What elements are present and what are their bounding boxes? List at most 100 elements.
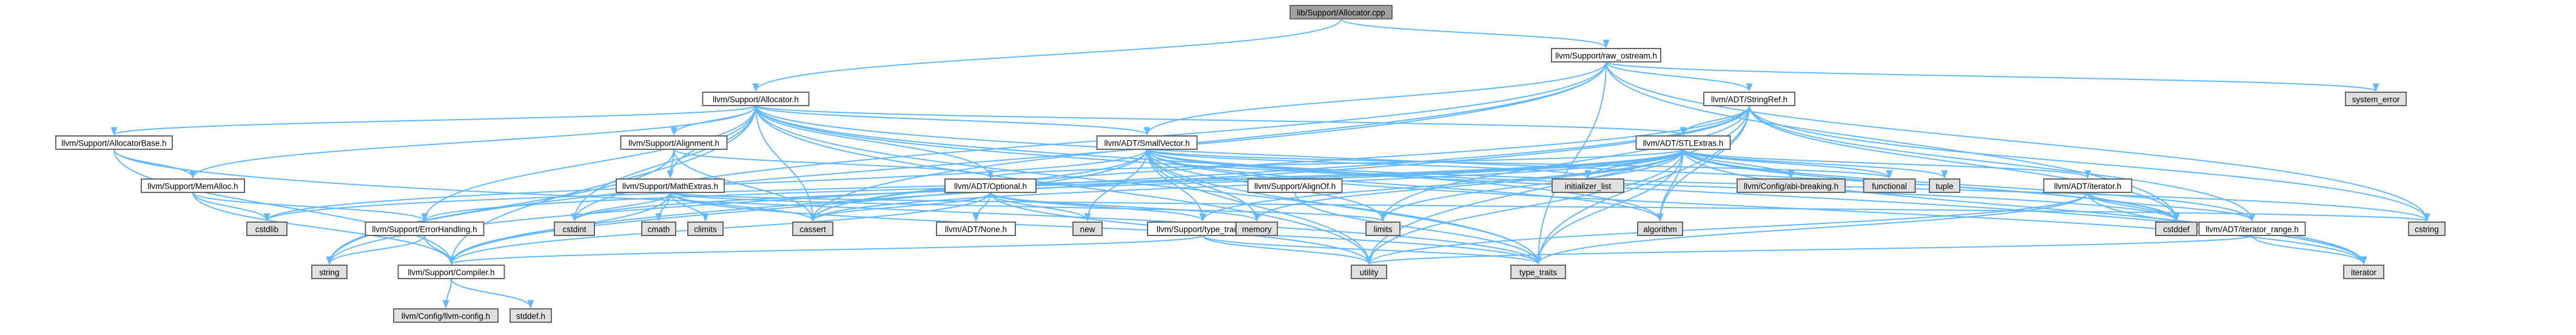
edge-mathextras-to-type_traits bbox=[670, 192, 1542, 265]
edge-allocator_h-to-allocatorbase bbox=[110, 105, 756, 136]
node-box bbox=[311, 265, 348, 279]
node-llvm-adt-stlextras-h[interactable]: llvm/ADT/STLExtras.h bbox=[1635, 135, 1731, 150]
edge-raw_ostream-to-cstddef bbox=[1606, 61, 2180, 222]
node-cstring: cstring bbox=[2408, 222, 2446, 236]
edge-memalloc-to-compiler bbox=[192, 192, 455, 265]
node-cmath: cmath bbox=[641, 222, 676, 236]
node-label: llvm/ADT/iterator_range.h bbox=[2205, 225, 2299, 234]
edge-stringref-to-cstddef bbox=[1749, 105, 2180, 222]
edge-iterator_h-to-cstddef bbox=[2087, 192, 2180, 222]
node-label: type_traits bbox=[1519, 268, 1558, 277]
edge-errorhandling-to-string bbox=[326, 235, 425, 265]
node-box bbox=[397, 265, 505, 279]
node-llvm-support-errorhandling-h[interactable]: llvm/Support/ErrorHandling.h bbox=[365, 222, 485, 236]
edge-smallvector-to-initializer_list bbox=[1146, 149, 1592, 179]
node-llvm-support-allocatorbase-h[interactable]: llvm/Support/AllocatorBase.h bbox=[55, 135, 173, 150]
node-llvm-adt-iterator-range-h[interactable]: llvm/ADT/iterator_range.h bbox=[2198, 222, 2306, 236]
edge-smallvector-to-iterator bbox=[1146, 149, 2367, 265]
edge-smallvector-to-utility bbox=[1146, 149, 1373, 265]
node-label: utility bbox=[1360, 268, 1379, 277]
edge-memalloc-to-cstdlib bbox=[192, 192, 271, 222]
edge-raw_ostream-to-smallvector bbox=[1143, 61, 1607, 136]
node-memory: memory bbox=[1236, 222, 1278, 236]
edge-stlextras-to-tuple bbox=[1683, 149, 1948, 179]
node-label: llvm/ADT/SmallVector.h bbox=[1104, 139, 1189, 148]
node-label: stddef.h bbox=[516, 312, 545, 321]
node-llvm-support-type-traits-h[interactable]: llvm/Support/type_traits.h bbox=[1147, 222, 1259, 236]
node-label: llvm/Support/AlignOf.h bbox=[1254, 182, 1336, 191]
edge-allocatorbase-to-compiler bbox=[113, 149, 455, 265]
edge-raw_ostream-to-stringref bbox=[1606, 61, 1753, 92]
edge-mathextras-to-cstdint bbox=[571, 192, 671, 222]
node-label: llvm/Support/AllocatorBase.h bbox=[61, 139, 166, 148]
node-box bbox=[1072, 222, 1103, 236]
node-box bbox=[365, 222, 485, 236]
node-label: llvm/Support/MathExtras.h bbox=[622, 182, 718, 191]
node-label: llvm/ADT/STLExtras.h bbox=[1643, 139, 1724, 148]
node-label: limits bbox=[1374, 225, 1393, 234]
node-system-error: system_error bbox=[2345, 92, 2407, 106]
node-llvm-support-alignof-h[interactable]: llvm/Support/AlignOf.h bbox=[1247, 178, 1343, 193]
node-box bbox=[1635, 135, 1731, 150]
node-box bbox=[1929, 178, 1960, 193]
node-llvm-support-alignment-h[interactable]: llvm/Support/Alignment.h bbox=[620, 135, 728, 150]
node-limits: limits bbox=[1365, 222, 1401, 236]
node-box bbox=[1096, 135, 1198, 150]
edge-allocator_cpp-to-allocator_h bbox=[752, 18, 1342, 92]
node-label: new bbox=[1080, 225, 1095, 234]
edge-smallvector-to-type_traits_h bbox=[1146, 149, 1206, 222]
edge-type_traits_h-to-utility bbox=[1202, 235, 1373, 265]
node-label: llvm/ADT/None.h bbox=[945, 225, 1007, 234]
edge-type_traits_h-to-compiler bbox=[448, 235, 1203, 265]
edge-alignof-to-type_traits bbox=[1294, 192, 1542, 265]
edge-errorhandling-to-compiler bbox=[424, 235, 455, 265]
edge-iterator_h-to-iterator_range bbox=[2087, 192, 2256, 222]
node-llvm-adt-iterator-h[interactable]: llvm/ADT/iterator.h bbox=[2043, 178, 2133, 193]
edge-optional-to-new bbox=[990, 192, 1091, 222]
node-llvm-adt-stringref-h[interactable]: llvm/ADT/StringRef.h bbox=[1703, 92, 1795, 106]
node-llvm-adt-optional-h[interactable]: llvm/ADT/Optional.h bbox=[944, 178, 1037, 193]
edge-stringref-to-limits bbox=[1379, 105, 1750, 222]
node-llvm-support-allocator-h[interactable]: llvm/Support/Allocator.h bbox=[702, 92, 810, 106]
edge-iterator_h-to-utility bbox=[1365, 192, 2088, 265]
node-stddef-h: stddef.h bbox=[509, 308, 552, 323]
node-box bbox=[2345, 92, 2407, 106]
node-box bbox=[1365, 222, 1401, 236]
node-llvm-adt-none-h[interactable]: llvm/ADT/None.h bbox=[936, 222, 1016, 236]
node-cstddef: cstddef bbox=[2155, 222, 2198, 236]
node-box bbox=[1247, 178, 1343, 193]
edge-optional-to-cassert bbox=[809, 192, 991, 222]
edge-stlextras-to-errorhandling bbox=[421, 149, 1684, 222]
node-box bbox=[792, 222, 833, 236]
node-utility: utility bbox=[1351, 265, 1387, 279]
node-box bbox=[509, 308, 552, 323]
node-llvm-support-compiler-h[interactable]: llvm/Support/Compiler.h bbox=[397, 265, 505, 279]
node-box bbox=[1552, 178, 1624, 193]
node-llvm-support-memalloc-h[interactable]: llvm/Support/MemAlloc.h bbox=[141, 178, 245, 193]
edge-allocator_h-to-memalloc bbox=[189, 105, 756, 179]
node-label: cstdint bbox=[562, 225, 586, 234]
node-llvm-support-mathextras-h[interactable]: llvm/Support/MathExtras.h bbox=[616, 178, 725, 193]
node-box bbox=[641, 222, 676, 236]
node-label: climits bbox=[694, 225, 717, 234]
node-llvm-config-abi-breaking-h: llvm/Config/abi-breaking.h bbox=[1737, 178, 1846, 193]
edge-smallvector-to-cstddef bbox=[1146, 149, 2180, 222]
node-box bbox=[246, 222, 288, 236]
node-llvm-config-llvm-config-h: llvm/Config/llvm-config.h bbox=[393, 308, 499, 323]
node-type-traits: type_traits bbox=[1510, 265, 1566, 279]
node-llvm-adt-smallvector-h[interactable]: llvm/ADT/SmallVector.h bbox=[1096, 135, 1198, 150]
edge-smallvector-to-memory bbox=[1146, 149, 1260, 222]
edge-stlextras-to-limits bbox=[1379, 149, 1684, 222]
node-lib-support-allocator-cpp[interactable]: lib/Support/Allocator.cpp bbox=[1290, 5, 1393, 19]
node-label: cassert bbox=[799, 225, 826, 234]
edge-compiler-to-stddef bbox=[451, 278, 534, 309]
node-label: llvm/ADT/Optional.h bbox=[954, 182, 1027, 191]
node-box bbox=[141, 178, 245, 193]
node-label: llvm/Support/Alignment.h bbox=[628, 139, 719, 148]
node-new: new bbox=[1072, 222, 1103, 236]
node-llvm-support-raw-ostream-h[interactable]: llvm/Support/raw_ostream.h bbox=[1551, 48, 1661, 63]
node-algorithm: algorithm bbox=[1637, 222, 1683, 236]
edge-stlextras-to-algorithm bbox=[1656, 149, 1684, 222]
node-string: string bbox=[311, 265, 348, 279]
node-box bbox=[2198, 222, 2306, 236]
